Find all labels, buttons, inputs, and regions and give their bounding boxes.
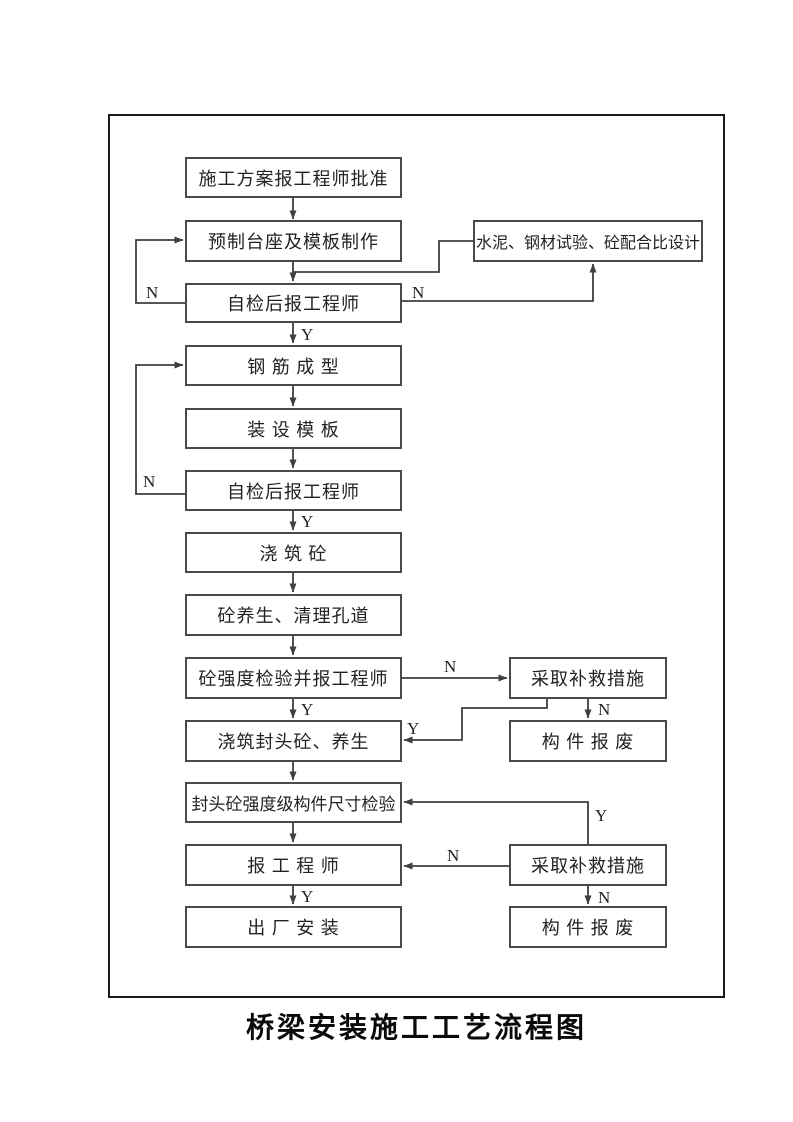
flow-box-install-formwork: 装 设 模 板 <box>185 408 402 449</box>
flow-box-material-test: 水泥、钢材试验、砼配合比设计 <box>473 220 703 262</box>
edge-label-selfcheck2-n-left: N <box>143 472 156 491</box>
flow-box-pour-concrete: 浇 筑 砼 <box>185 532 402 573</box>
edge-label-strengthtest-n: N <box>444 657 457 676</box>
flow-box-rebar-forming: 钢 筋 成 型 <box>185 345 402 386</box>
edge-label-selfcheck1-n-right: N <box>412 283 425 302</box>
edge-label-remedy1-y: Y <box>407 719 420 738</box>
edge-label-strengthtest-y: Y <box>301 700 314 719</box>
edge-label-remedy2-n-report: N <box>447 846 460 865</box>
arrow-selfcheck1-n-loop-to-precast <box>135 236 185 304</box>
flow-box-self-check-1: 自检后报工程师 <box>185 283 402 323</box>
edge-label-selfcheck1-n-left: N <box>146 283 159 302</box>
arrow-remedy2-y-to-endinspection <box>403 798 589 844</box>
arrow-remedy1-y-to-endpour <box>403 699 548 744</box>
edge-label-selfcheck2-y: Y <box>301 512 314 531</box>
line-materialtest-merge <box>293 240 473 273</box>
flow-box-factory-install: 出 厂 安 装 <box>185 906 402 948</box>
flow-box-plan-approval: 施工方案报工程师批准 <box>185 157 402 198</box>
flow-box-pour-end-concrete: 浇筑封头砼、养生 <box>185 720 402 762</box>
edge-label-selfcheck1-y: Y <box>301 325 314 344</box>
edge-label-remedy1-n: N <box>598 700 611 719</box>
arrow-selfcheck1-n-to-materialtest <box>402 263 597 302</box>
edge-label-remedy2-y: Y <box>595 806 608 825</box>
flow-box-scrap-1: 构 件 报 废 <box>509 720 667 762</box>
flow-box-strength-test: 砼强度检验并报工程师 <box>185 657 402 699</box>
flow-box-end-inspection: 封头砼强度级构件尺寸检验 <box>185 782 402 823</box>
flow-box-remedy-2: 采取补救措施 <box>509 844 667 886</box>
diagram-border <box>108 114 725 998</box>
flow-box-precast-pedestal: 预制台座及模板制作 <box>185 220 402 262</box>
flow-box-self-check-2: 自检后报工程师 <box>185 470 402 511</box>
edge-label-remedy2-n-scrap: N <box>598 888 611 907</box>
flow-box-scrap-2: 构 件 报 废 <box>509 906 667 948</box>
edge-label-report-y: Y <box>301 887 314 906</box>
flow-box-remedy-1: 采取补救措施 <box>509 657 667 699</box>
diagram-title: 桥梁安装施工工艺流程图 <box>245 1013 587 1044</box>
flow-box-curing-cleaning: 砼养生、清理孔道 <box>185 594 402 636</box>
flow-box-report-engineer: 报 工 程 师 <box>185 844 402 886</box>
arrow-selfcheck2-n-loop-to-rebar <box>135 361 185 495</box>
